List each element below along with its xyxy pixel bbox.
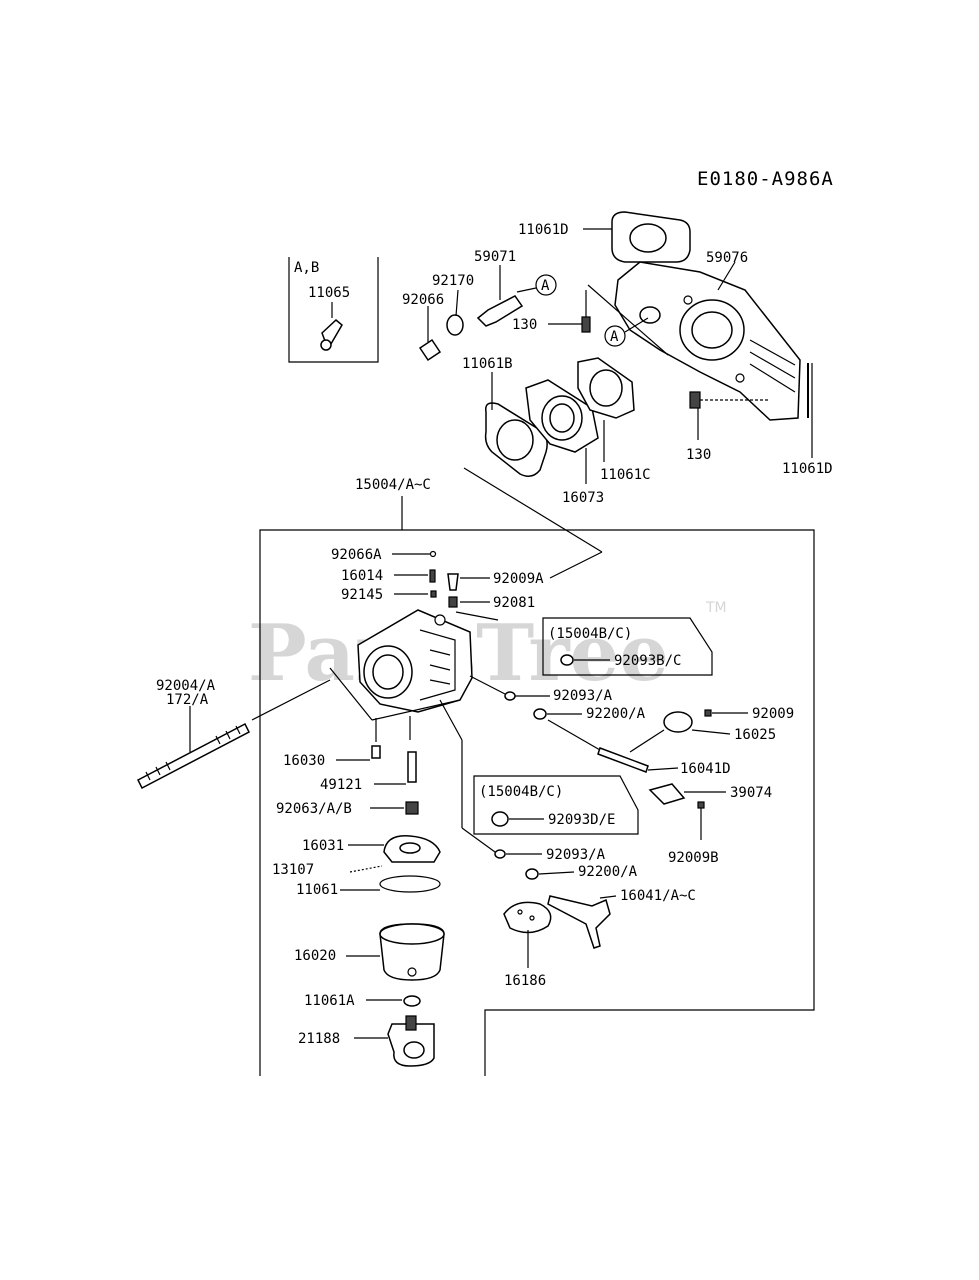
part-label-11061A[interactable]: 11061A bbox=[304, 993, 355, 1009]
choke-shaft-parts: 92093/A 92200/A 16041/A~C 16186 bbox=[439, 699, 696, 989]
part-label-92066A[interactable]: 92066A bbox=[331, 547, 382, 563]
watermark-tm: TM bbox=[705, 600, 727, 616]
part-label-16073[interactable]: 16073 bbox=[562, 490, 604, 506]
part-label-92200A-1[interactable]: 92200/A bbox=[586, 706, 646, 722]
part-label-92009A[interactable]: 92009A bbox=[493, 571, 544, 587]
fitting-59071 bbox=[476, 295, 524, 327]
part-label-11061D-right[interactable]: 11061D bbox=[782, 461, 833, 477]
throttle-shaft-parts: 92093/A 92200/A 16041D 16025 92009 39074… bbox=[469, 675, 794, 866]
part-label-11065[interactable]: 11065 bbox=[308, 285, 350, 301]
throttle-plate-16025 bbox=[663, 711, 693, 733]
part-label-16025[interactable]: 16025 bbox=[734, 727, 776, 743]
part-label-13107[interactable]: 13107 bbox=[272, 862, 314, 878]
intake-manifold-group: 11061D 59076 11061D 130 130 A A bbox=[402, 211, 833, 579]
choke-shaft-16041AC bbox=[547, 895, 611, 949]
subassembly-note-upper: (15004B/C) 92093B/C bbox=[542, 617, 713, 676]
carburetor-frame: 15004/A~C bbox=[259, 477, 815, 1076]
part-label-16020[interactable]: 16020 bbox=[294, 948, 336, 964]
part-label-16014[interactable]: 16014 bbox=[341, 568, 383, 584]
carburetor-lower-parts: 16030 49121 92063/A/B 16031 13107 11061 … bbox=[272, 716, 445, 1067]
part-label-11061[interactable]: 11061 bbox=[296, 882, 338, 898]
part-label-92145[interactable]: 92145 bbox=[341, 587, 383, 603]
carburetor-body bbox=[329, 609, 499, 721]
part-label-59071[interactable]: 59071 bbox=[474, 249, 516, 265]
part-label-92081[interactable]: 92081 bbox=[493, 595, 535, 611]
part-label-16041D[interactable]: 16041D bbox=[680, 761, 731, 777]
part-label-16041AC[interactable]: 16041/A~C bbox=[620, 888, 696, 904]
part-label-92009[interactable]: 92009 bbox=[752, 706, 794, 722]
part-label-92066[interactable]: 92066 bbox=[402, 292, 444, 308]
part-label-92170[interactable]: 92170 bbox=[432, 273, 474, 289]
part-label-16186[interactable]: 16186 bbox=[504, 973, 546, 989]
carburetor-top-parts: 92066A 16014 92009A 92145 92081 bbox=[331, 547, 544, 611]
gasket-11061A bbox=[403, 995, 421, 1007]
lever-39074 bbox=[648, 783, 686, 805]
screw-92009A bbox=[447, 573, 459, 591]
callout-a-1 bbox=[535, 274, 557, 296]
part-92066 bbox=[418, 338, 442, 362]
subassembly-note-lower-text: (15004B/C) bbox=[479, 784, 563, 800]
gasket-11061 bbox=[379, 875, 441, 893]
part-label-92004[interactable]: 92004/A bbox=[156, 678, 216, 694]
clamp-92170 bbox=[446, 314, 464, 336]
part-label-92093BC[interactable]: 92093B/C bbox=[614, 653, 681, 669]
callout-a-1-text: A bbox=[541, 278, 550, 294]
part-label-172[interactable]: 172/A bbox=[166, 692, 209, 708]
part-label-15004[interactable]: 15004/A~C bbox=[355, 477, 431, 493]
needle-49121 bbox=[407, 751, 417, 783]
part-label-92093A-2[interactable]: 92093/A bbox=[546, 847, 606, 863]
subassembly-note-upper-text: (15004B/C) bbox=[548, 626, 632, 642]
inset-box-ab: A,B 11065 bbox=[288, 257, 379, 363]
part-label-11061D-top[interactable]: 11061D bbox=[518, 222, 569, 238]
inset-title: A,B bbox=[294, 260, 319, 276]
part-label-49121[interactable]: 49121 bbox=[320, 777, 362, 793]
part-label-21188[interactable]: 21188 bbox=[298, 1031, 340, 1047]
callout-a-2-text: A bbox=[610, 329, 619, 345]
choke-plate-16186 bbox=[503, 901, 552, 934]
part-label-92063[interactable]: 92063/A/B bbox=[276, 801, 352, 817]
part-label-130-upper[interactable]: 130 bbox=[512, 317, 537, 333]
part-label-16030[interactable]: 16030 bbox=[283, 753, 325, 769]
part-label-92093A-1[interactable]: 92093/A bbox=[553, 688, 613, 704]
part-label-92200A-2[interactable]: 92200/A bbox=[578, 864, 638, 880]
part-label-92093DE[interactable]: 92093D/E bbox=[548, 812, 615, 828]
nut-92063 bbox=[405, 801, 419, 815]
part-label-39074[interactable]: 39074 bbox=[730, 785, 772, 801]
part-label-16031[interactable]: 16031 bbox=[302, 838, 344, 854]
callout-a-2 bbox=[604, 325, 626, 347]
part-label-130-lower[interactable]: 130 bbox=[686, 447, 711, 463]
throttle-shaft-16041D bbox=[597, 747, 649, 773]
part-label-92009B[interactable]: 92009B bbox=[668, 850, 719, 866]
stud-92004: 92004/A 172/A bbox=[136, 678, 331, 790]
diagram-code: E0180-A986A bbox=[697, 168, 834, 190]
screw-16030 bbox=[371, 745, 381, 759]
part-label-59076[interactable]: 59076 bbox=[706, 250, 748, 266]
part-label-11061C[interactable]: 11061C bbox=[600, 467, 651, 483]
subassembly-note-lower: (15004B/C) 92093D/E bbox=[473, 775, 639, 835]
part-label-11061B[interactable]: 11061B bbox=[462, 356, 513, 372]
